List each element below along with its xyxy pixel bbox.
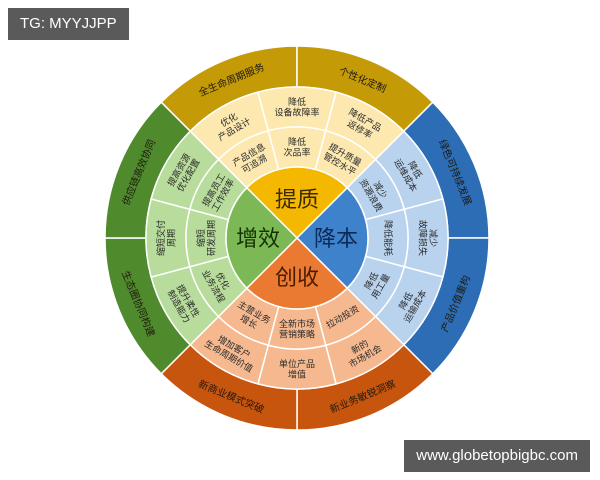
inner-ring-label: 降低次品率 (283, 136, 310, 159)
middle-ring-label: 缩短交付周期 (155, 220, 178, 256)
middle-ring-label: 单位产品增值 (279, 358, 315, 381)
quadrant-efficiency (104, 101, 299, 375)
core-sector (225, 186, 299, 290)
watermark-bottom-right: www.globetopbigbc.com (404, 440, 590, 472)
watermark-top-left: TG: MYYJJPP (8, 8, 129, 40)
core-sector (245, 236, 349, 310)
quadrant-revenue (160, 236, 434, 431)
inner-ring-label: 全新市场营销策略 (279, 318, 315, 341)
core-sector (245, 166, 349, 240)
inner-ring-label: 缩短研发周期 (195, 220, 218, 256)
middle-ring-label: 减少故障损失 (416, 220, 439, 256)
core-label-quality: 提质 (275, 188, 319, 213)
core-label-revenue: 创收 (275, 266, 319, 291)
inner-ring-label: 降低能耗 (382, 220, 394, 256)
core-label-efficiency: 增效 (236, 227, 280, 252)
core-label-cost: 降本 (314, 227, 358, 252)
middle-ring-label: 降低设备故障率 (274, 96, 319, 119)
quadrant-cost (295, 101, 490, 375)
core-sector (295, 186, 369, 290)
